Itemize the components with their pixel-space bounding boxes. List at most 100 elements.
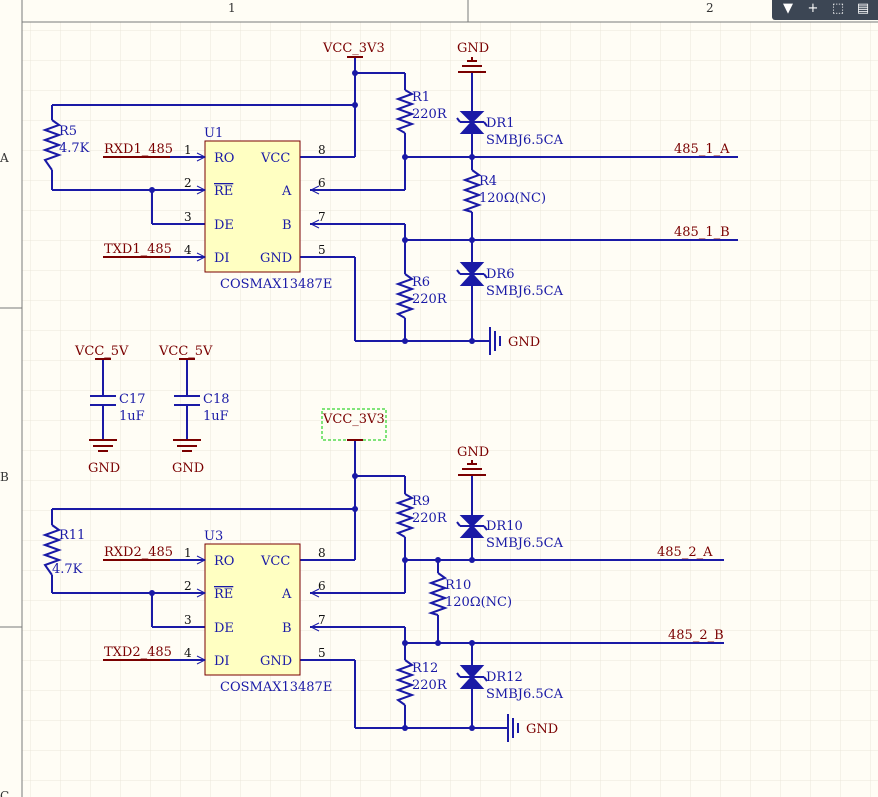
u3-pin-num-6: 6	[318, 579, 326, 593]
vcc-5v-c17-label: VCC_5V	[74, 344, 129, 359]
u1-ic-body[interactable]	[204, 140, 301, 273]
select-icon[interactable]: ⬚	[831, 1, 845, 16]
u3-pin-a: A	[281, 587, 292, 602]
r1-resistor[interactable]	[395, 89, 415, 134]
gnd-c17-label: GND	[88, 461, 120, 476]
u1-pin-b: B	[282, 218, 292, 233]
dr1-value: SMBJ6.5CA	[486, 133, 564, 148]
gnd-top-1-label: GND	[457, 41, 489, 56]
r4-designator: R4	[479, 174, 497, 189]
gnd-top-2-symbol[interactable]	[458, 460, 486, 476]
filter-icon[interactable]: ▼	[783, 1, 793, 16]
r5-designator: R5	[59, 124, 77, 139]
r10-designator: R10	[445, 578, 471, 593]
r12-resistor[interactable]	[395, 659, 415, 706]
u3-pin-b: B	[282, 621, 292, 636]
gnd-right-2-symbol[interactable]	[507, 714, 519, 742]
u1-pin-markers	[196, 152, 320, 262]
u1-pin-num-7: 7	[318, 210, 326, 224]
row-label-c: C	[0, 789, 9, 797]
schematic-toolbar: ▼ + ⬚ ▤	[772, 0, 878, 20]
r12-designator: R12	[412, 661, 438, 676]
u3-pin-re: RE	[214, 587, 233, 602]
dr10-tvs-diode[interactable]	[456, 515, 488, 538]
vcc-3v3-bottom-label: VCC_3V3	[322, 412, 385, 427]
u3-pin-num-5: 5	[318, 646, 326, 660]
u1-pin-num-2: 2	[184, 176, 192, 190]
c18-designator: C18	[203, 392, 230, 407]
r4-resistor[interactable]	[461, 169, 482, 213]
row-label-a: A	[0, 151, 9, 165]
u1-pin-num-3: 3	[184, 210, 192, 224]
u3-pin-num-3: 3	[184, 613, 192, 627]
gnd-top-1-symbol[interactable]	[458, 57, 486, 73]
gnd-c17-symbol[interactable]	[89, 439, 117, 452]
dr6-value: SMBJ6.5CA	[486, 284, 564, 299]
gnd-c18-label: GND	[172, 461, 204, 476]
rxd2-net-label[interactable]: RXD2_485	[104, 545, 173, 560]
u1-pin-num-4: 4	[184, 243, 192, 257]
r6-resistor[interactable]	[395, 273, 415, 319]
u3-pin-num-7: 7	[318, 613, 326, 627]
add-icon[interactable]: +	[807, 1, 819, 16]
c17-capacitor[interactable]	[90, 395, 116, 406]
u3-pin-vcc: VCC	[260, 554, 290, 569]
r1-designator: R1	[412, 90, 430, 105]
txd1-net-label[interactable]: TXD1_485	[104, 242, 172, 257]
dr10-value: SMBJ6.5CA	[486, 536, 564, 551]
r10-resistor[interactable]	[427, 572, 448, 616]
u3-pin-de: DE	[214, 621, 234, 636]
u1-designator: U1	[204, 126, 223, 141]
r9-resistor[interactable]	[395, 493, 415, 538]
r5-resistor[interactable]	[42, 119, 62, 171]
column-label-2: 2	[706, 1, 714, 15]
r11-value: 4.7K	[52, 562, 83, 577]
u1-pin-a: A	[281, 184, 292, 199]
u3-designator: U3	[204, 529, 223, 544]
u3-pin-ro: RO	[214, 554, 234, 569]
dr1-tvs-diode[interactable]	[456, 111, 488, 134]
dr12-value: SMBJ6.5CA	[486, 687, 564, 702]
u1-junctions	[149, 70, 475, 344]
u1-pin-de: DE	[214, 218, 234, 233]
u1-pin-ro: RO	[214, 151, 234, 166]
dr12-tvs-diode[interactable]	[456, 665, 488, 689]
u3-junctions	[149, 473, 475, 731]
dr1-designator: DR1	[486, 116, 514, 131]
c17-value: 1uF	[119, 409, 145, 424]
bus-2a-net-label[interactable]: 485_2_A	[657, 545, 713, 560]
u1-pin-vcc: VCC	[260, 151, 290, 166]
layout-icon[interactable]: ▤	[856, 1, 870, 16]
bus-1b-net-label[interactable]: 485_1_B	[674, 225, 730, 240]
rxd1-net-label[interactable]: RXD1_485	[104, 142, 173, 157]
u3-ic-body[interactable]	[204, 543, 301, 676]
u3-pin-num-4: 4	[184, 646, 192, 660]
gnd-right-1-label: GND	[508, 335, 540, 350]
c18-value: 1uF	[203, 409, 229, 424]
gnd-right-1-symbol[interactable]	[489, 327, 501, 355]
r11-resistor[interactable]	[42, 524, 62, 576]
u1-pin-num-1: 1	[184, 143, 192, 157]
bus-2b-net-label[interactable]: 485_2_B	[668, 628, 724, 643]
u1-pin-num-6: 6	[318, 176, 326, 190]
r5-value: 4.7K	[59, 141, 90, 156]
txd2-net-label[interactable]: TXD2_485	[104, 645, 172, 660]
c18-capacitor[interactable]	[174, 395, 200, 406]
u1-pin-gnd: GND	[260, 251, 292, 266]
u1-part-name: COSMAX13487E	[220, 277, 332, 292]
dr12-designator: DR12	[486, 670, 523, 685]
gnd-c18-symbol[interactable]	[173, 439, 201, 452]
u3-pin-num-1: 1	[184, 546, 192, 560]
u3-circuit	[51, 440, 724, 729]
u1-circuit	[51, 57, 738, 342]
row-label-b: B	[0, 470, 9, 484]
bus-1a-net-label[interactable]: 485_1_A	[674, 142, 730, 157]
r9-value: 220R	[412, 511, 448, 526]
c17-designator: C17	[119, 392, 146, 407]
r12-value: 220R	[412, 678, 448, 693]
dr6-tvs-diode[interactable]	[456, 262, 488, 286]
vcc-5v-c18-label: VCC_5V	[158, 344, 213, 359]
u1-pin-num-8: 8	[318, 143, 326, 157]
